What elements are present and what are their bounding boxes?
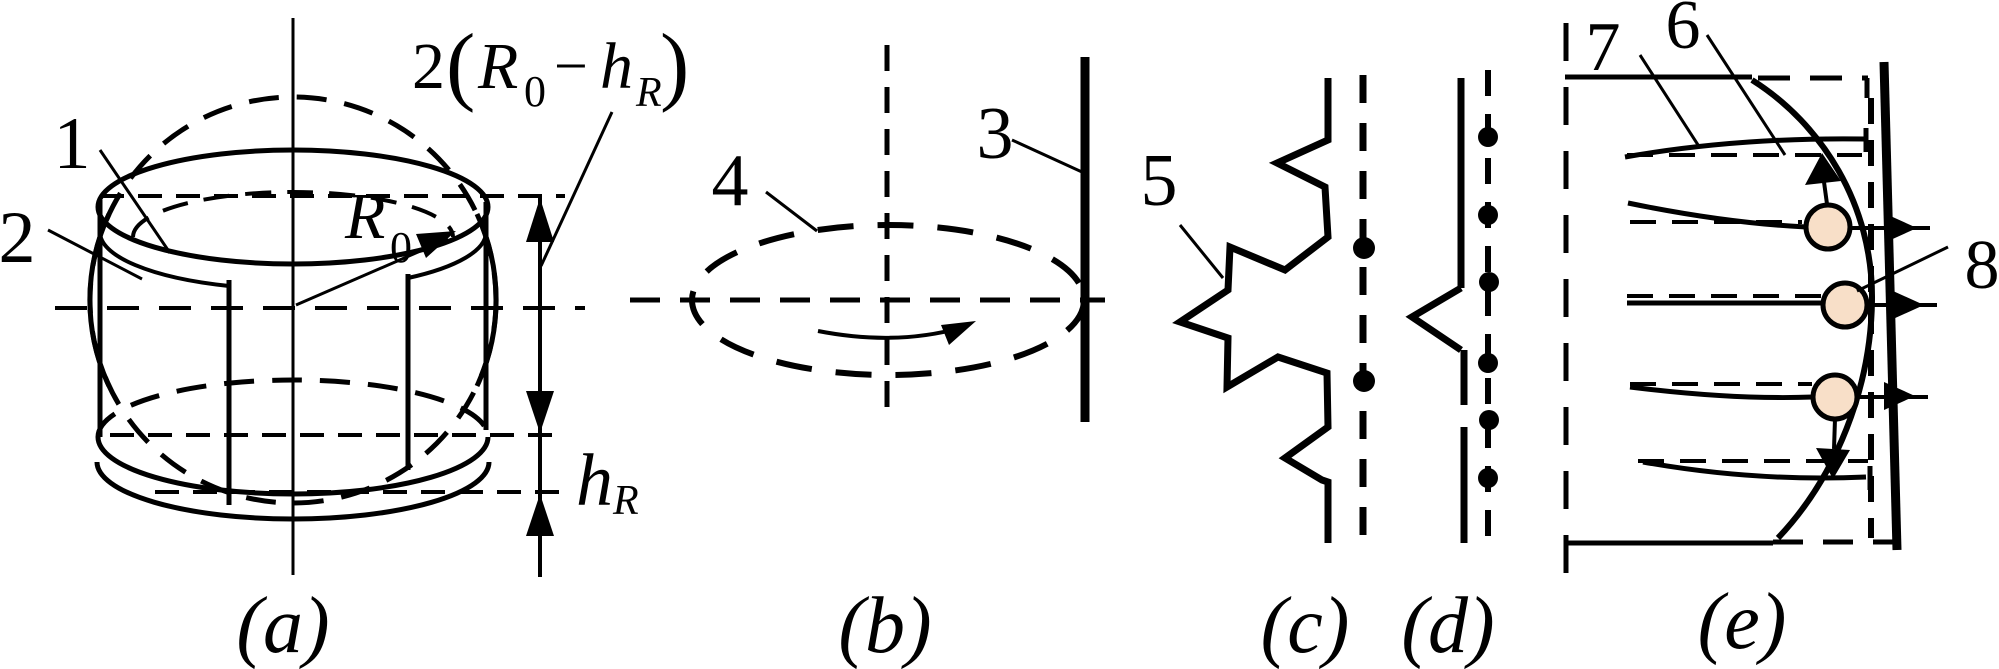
callout-7-label: 7: [1586, 9, 1621, 86]
serrated-surface-profile: [1172, 78, 1332, 543]
dim-top-coeff: 2: [412, 30, 445, 103]
caption-c: (c): [1261, 582, 1350, 669]
radius-arrow-icon: [416, 231, 456, 258]
dim-top-minus: −: [554, 33, 588, 99]
rotation-arrowhead-icon: [941, 321, 976, 345]
streamline: [1642, 459, 1867, 481]
velocity-arrowhead-icon: [1893, 291, 1924, 319]
up-arrowhead-icon: [1805, 153, 1841, 185]
callout-8-leader: [1856, 245, 1949, 293]
radius-label-subscript: 0: [390, 223, 412, 272]
callout-1-label: 1: [54, 103, 91, 185]
dim-top-R: R: [477, 30, 518, 103]
radius-label-R: R: [344, 180, 385, 253]
dimension-arrow-up2-icon: [526, 494, 554, 536]
callout-4-label: 4: [712, 140, 749, 222]
callout-1-leader: [98, 149, 172, 254]
dim-top-h-subscript: R: [635, 70, 662, 116]
panel-e: 7 6 8 (e): [1563, 0, 1999, 666]
dim-top-R-subscript: 0: [524, 67, 546, 116]
caption-d: (d): [1401, 582, 1494, 669]
sleeve-inner-lip-left: [97, 231, 230, 288]
bottom-rim-hidden-half: [95, 377, 491, 438]
contact-dot: [1478, 353, 1498, 373]
contact-dot: [1478, 468, 1498, 488]
callout-2-leader: [47, 228, 143, 281]
contact-dot: [1353, 370, 1375, 392]
velocity-arrowhead-icon: [1886, 214, 1917, 242]
bubble-boundary-arc: [1750, 77, 1876, 541]
callout-5-leader: [1178, 224, 1225, 279]
callout-8-label: 8: [1965, 227, 1999, 304]
bead-particle: [1803, 202, 1853, 252]
callout-5-label: 5: [1141, 140, 1178, 222]
dim-top-close-paren: ): [660, 17, 689, 114]
contact-dot: [1353, 237, 1375, 259]
height-label-h: h: [576, 440, 613, 522]
contact-dot: [1478, 127, 1498, 147]
callout-7-leader: [1638, 54, 1702, 149]
streamline: [1627, 200, 1807, 230]
bead-particle: [1810, 372, 1860, 422]
dim-top-open-paren: (: [446, 17, 475, 114]
velocity-arrowhead-icon: [1884, 382, 1915, 410]
callout-6-leader: [1705, 34, 1787, 156]
top-inner-hidden-edge: [131, 190, 455, 238]
rotation-arrow-arc: [817, 326, 961, 340]
streamline: [1624, 136, 1867, 160]
dim-label-leader: [539, 111, 614, 267]
callout-3-leader: [1011, 138, 1083, 174]
dimension-arrow-up-icon: [526, 198, 554, 242]
caption-b: (b): [838, 582, 931, 669]
caption-e: (e): [1698, 578, 1787, 666]
up-arrow-shaft: [1822, 181, 1829, 205]
callout-6-label: 6: [1666, 0, 1701, 64]
callout-4-leader: [765, 190, 818, 233]
callout-2-label: 2: [0, 197, 36, 279]
down-arrowhead-icon: [1816, 448, 1850, 479]
down-arrow-shaft: [1832, 418, 1837, 450]
callout-3-label: 3: [977, 93, 1014, 175]
dim-top-h: h: [600, 30, 633, 103]
contact-dot: [1479, 410, 1499, 430]
contact-dot: [1479, 272, 1499, 292]
panel-d: (d): [1401, 70, 1499, 669]
panel-b: 4 3 (b): [630, 45, 1105, 669]
height-label-subscript: R: [612, 478, 639, 524]
streamline: [1629, 384, 1814, 401]
sleeve-bottom-edge: [94, 461, 492, 522]
dimension-arrow-down-icon: [526, 391, 554, 433]
contact-dot: [1478, 205, 1498, 225]
surface-notch: [1405, 284, 1463, 353]
radius-line: [295, 237, 449, 307]
panel-c: 5 (c): [1141, 75, 1375, 669]
caption-a: (a): [236, 582, 329, 669]
panel-a: 1 2 2 ( R 0 − h R ) R 0 h R (a): [0, 17, 689, 669]
